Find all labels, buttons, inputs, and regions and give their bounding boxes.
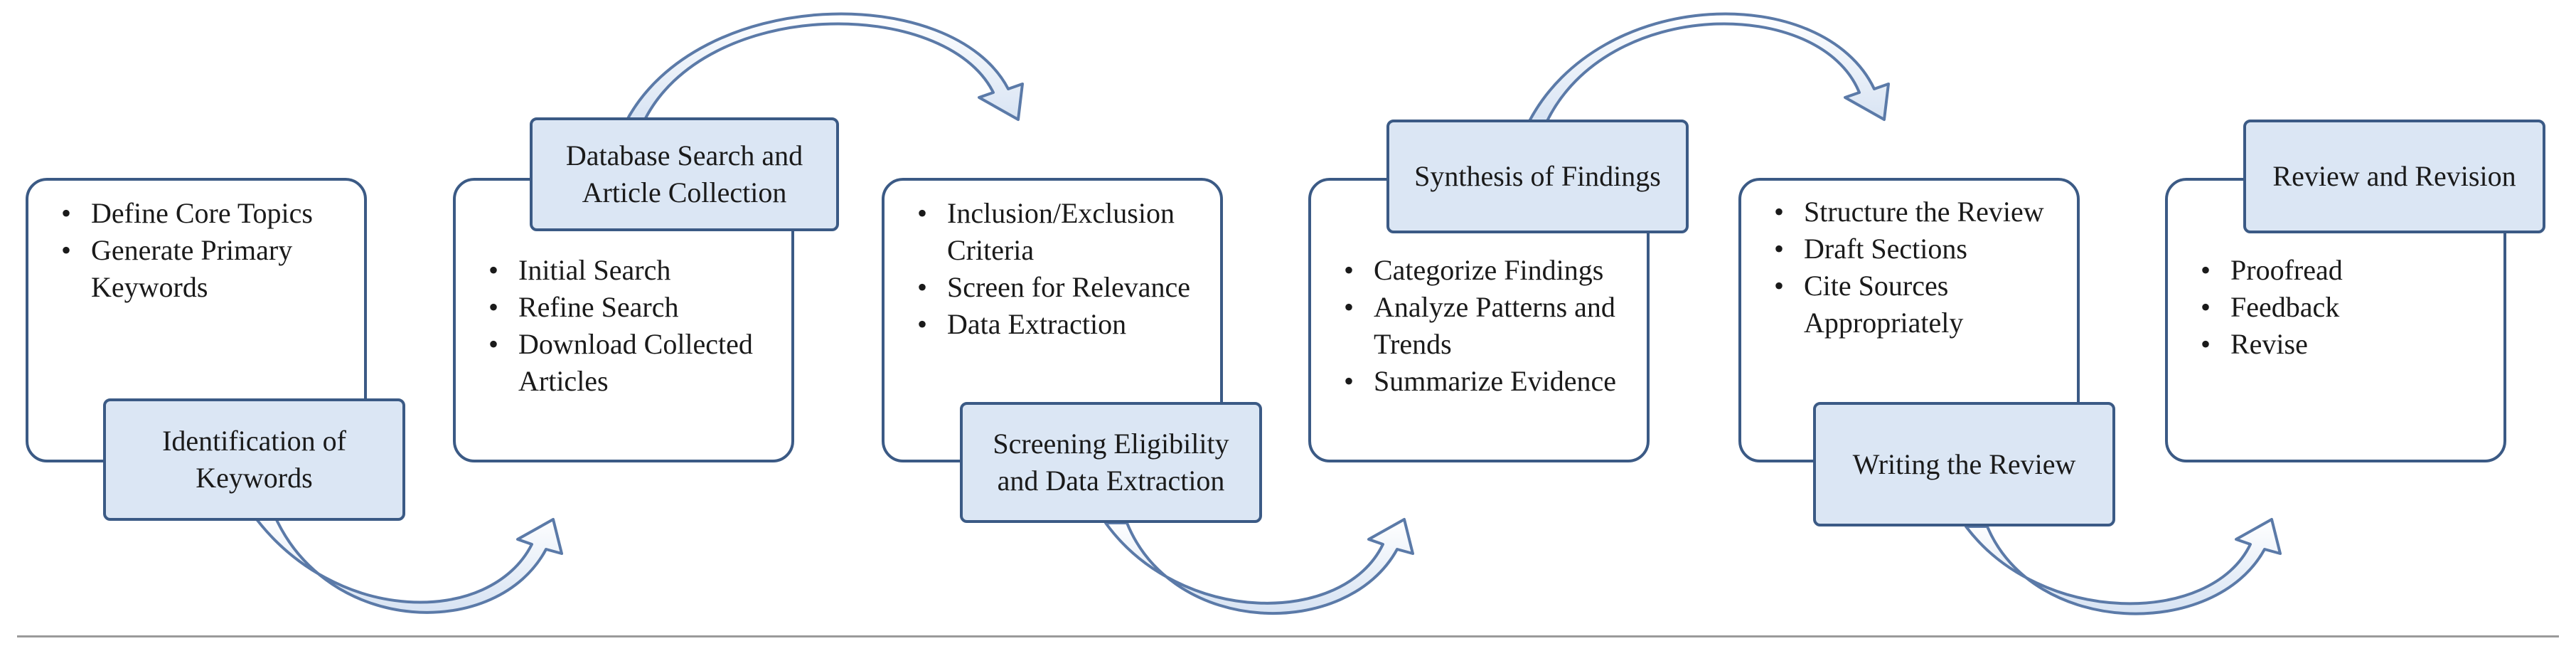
stage-2-bullet-2: Refine Search xyxy=(484,289,774,326)
stage-1-bullet-2: Generate Primary Keywords xyxy=(57,232,347,306)
stage-4-label: Synthesis of Findings xyxy=(1386,120,1689,233)
stage-2-bullet-list: Initial Search Refine Search Download Co… xyxy=(484,252,774,400)
stage-6-label-text: Review and Revision xyxy=(2272,160,2516,192)
connector-arrow-1 xyxy=(251,512,563,614)
stage-3-bullet-2: Screen for Relevance xyxy=(913,269,1203,306)
stage-1-bullet-list: Define Core Topics Generate Primary Keyw… xyxy=(57,195,347,306)
stage-3-bullet-3: Data Extraction xyxy=(913,306,1203,343)
stage-3-bullet-1: Inclusion/Exclusion Criteria xyxy=(913,195,1203,269)
stage-6-label: Review and Revision xyxy=(2243,120,2545,233)
stage-3-label: Screening Eligibility and Data Extractio… xyxy=(960,402,1262,523)
connector-arrow-3 xyxy=(1104,518,1414,615)
stage-5-bullet-2: Draft Sections xyxy=(1770,231,2060,268)
stage-4-bullet-list: Categorize Findings Analyze Patterns and… xyxy=(1340,252,1630,400)
stage-5-label: Writing the Review xyxy=(1813,402,2115,526)
stage-4-label-text: Synthesis of Findings xyxy=(1414,160,1661,192)
stage-2-label-text: Database Search and Article Collection xyxy=(565,139,803,208)
connector-arrow-5 xyxy=(1965,518,2282,615)
stage-2-bullet-3: Download Collected Articles xyxy=(484,326,774,400)
connector-arrow-4 xyxy=(1527,12,1890,124)
stage-6-bullet-1: Proofread xyxy=(2196,252,2486,289)
stage-6-bullet-list: Proofread Feedback Revise xyxy=(2196,252,2486,363)
stage-6-bullet-2: Feedback xyxy=(2196,289,2486,326)
stage-2-bullet-1: Initial Search xyxy=(484,252,774,289)
stage-5-bullet-1: Structure the Review xyxy=(1770,194,2060,231)
stage-5-bullet-list: Structure the Review Draft Sections Cite… xyxy=(1770,194,2060,342)
stage-6-bullet-3: Revise xyxy=(2196,326,2486,363)
stage-3-bullet-list: Inclusion/Exclusion Criteria Screen for … xyxy=(913,195,1203,343)
stage-5-bullet-3: Cite Sources Appropriately xyxy=(1770,268,2060,342)
stage-4-bullet-3: Summarize Evidence xyxy=(1340,363,1630,400)
stage-1-bullet-1: Define Core Topics xyxy=(57,195,347,232)
stage-4-bullet-2: Analyze Patterns and Trends xyxy=(1340,289,1630,363)
stage-1-label-text: Identification of Keywords xyxy=(162,425,346,494)
stage-5-label-text: Writing the Review xyxy=(1852,448,2076,480)
stage-3-label-text: Screening Eligibility and Data Extractio… xyxy=(993,428,1229,497)
connector-arrow-2 xyxy=(624,12,1024,124)
bottom-divider xyxy=(17,635,2559,637)
stage-4-bullet-1: Categorize Findings xyxy=(1340,252,1630,289)
stage-2-label: Database Search and Article Collection xyxy=(530,117,839,231)
stage-1-label: Identification of Keywords xyxy=(103,398,405,521)
